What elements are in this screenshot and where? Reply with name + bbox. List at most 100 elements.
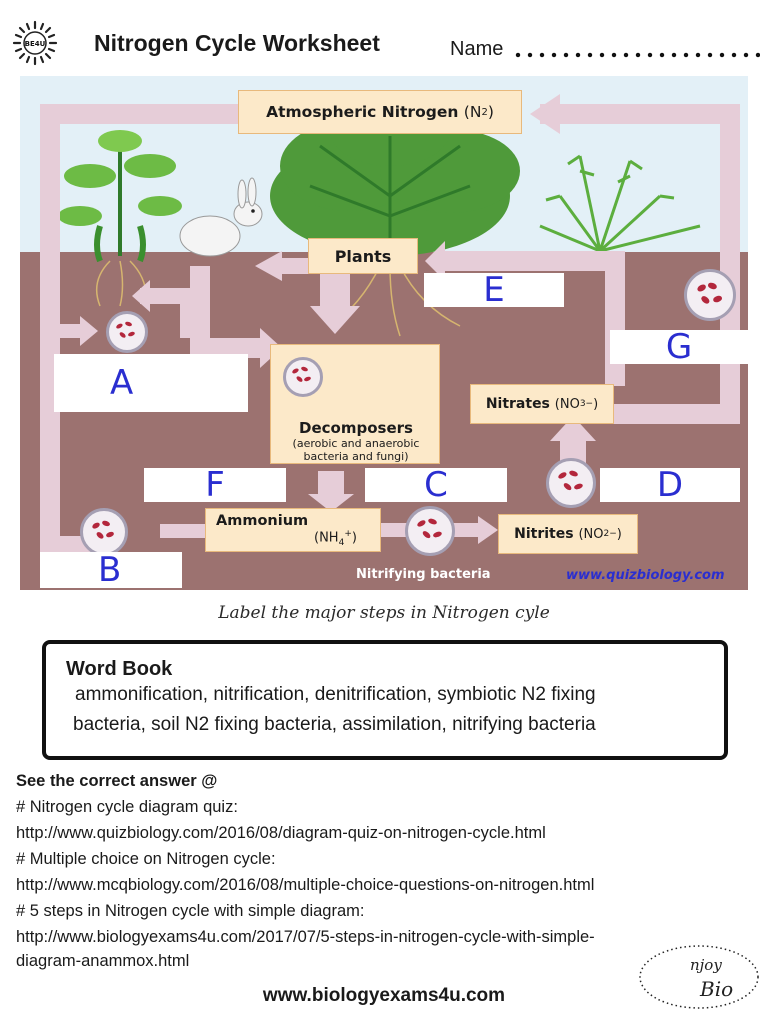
- bacterium-icon: [101, 519, 112, 527]
- answer-box-a[interactable]: A: [54, 354, 248, 412]
- microbe-g: [684, 269, 736, 321]
- logo-badge: BE4U: [12, 20, 58, 66]
- diagram-caption: Label the major steps in Nitrogen cyle: [218, 603, 550, 623]
- nitrites-close: ): [616, 526, 622, 542]
- bacterium-icon: [303, 375, 312, 382]
- nitrites-superscript: −: [609, 529, 617, 539]
- ammonium-formula: (NH: [314, 530, 339, 546]
- microbe-d: [546, 458, 596, 508]
- bacterium-icon: [707, 281, 719, 290]
- bacterium-icon: [291, 367, 300, 375]
- plants-box: Plants: [308, 238, 418, 274]
- answer-box-d[interactable]: D: [600, 465, 740, 505]
- answer-letter-a: A: [110, 363, 134, 403]
- nitrates-close: ): [593, 396, 599, 412]
- bacterium-icon: [118, 330, 128, 339]
- nitrites-subscript: 2: [603, 529, 610, 539]
- answer-letter-g: G: [665, 327, 693, 367]
- ref-link-1[interactable]: http://www.quizbiology.com/2016/08/diagr…: [16, 824, 546, 842]
- decomposers-label: Decomposers: [299, 419, 413, 437]
- bacterium-icon: [427, 517, 438, 526]
- bacterium-icon: [90, 520, 101, 530]
- nitrifying-bacteria-label: Nitrifying bacteria: [356, 567, 491, 582]
- bacterium-icon: [295, 375, 303, 384]
- microbe-a: [106, 311, 148, 353]
- microbe-b: [80, 508, 128, 556]
- badge-line-2: Bio: [699, 977, 733, 1001]
- answer-box-g[interactable]: G: [610, 327, 748, 367]
- bacterium-icon: [124, 320, 133, 328]
- ref-link-3[interactable]: http://www.biologyexams4u.com/2017/07/5-…: [16, 928, 595, 946]
- microbe-c: [405, 506, 455, 556]
- answer-letter-e: E: [483, 270, 505, 310]
- plants-label: Plants: [334, 246, 392, 266]
- bacterium-icon: [561, 482, 573, 492]
- nitrates-superscript: −: [585, 399, 594, 409]
- answer-box-e[interactable]: E: [424, 270, 564, 310]
- logo-text: BE4U: [25, 40, 46, 48]
- atmospheric-formula: (N: [463, 103, 482, 121]
- atmospheric-subscript: 2: [481, 106, 488, 118]
- bacterium-icon: [712, 294, 723, 303]
- answer-box-f[interactable]: F: [144, 465, 286, 505]
- ammonium-superscript: +: [344, 529, 352, 539]
- ref-line-3: # 5 steps in Nitrogen cycle with simple …: [16, 902, 365, 920]
- answer-box-b[interactable]: B: [40, 550, 182, 590]
- nitrates-subscript: 3: [579, 399, 586, 409]
- name-dotted-line[interactable]: [512, 48, 760, 62]
- enjoy-bio-badge: njoy Bio: [639, 945, 759, 1009]
- answer-box-c[interactable]: C: [365, 465, 507, 505]
- bacterium-icon: [127, 330, 137, 338]
- ref-link-3-cont[interactable]: diagram-anammox.html: [16, 952, 190, 970]
- answers-heading: See the correct answer @: [16, 772, 218, 790]
- bacterium-icon: [300, 366, 308, 373]
- word-book-line-2: bacteria, soil N2 fixing bacteria, assim…: [73, 714, 596, 735]
- decomposers-box: Decomposers (aerobic and anaerobic bacte…: [270, 344, 440, 464]
- bean-plant: [58, 130, 182, 307]
- answer-letter-f: F: [205, 465, 225, 505]
- bacterium-icon: [105, 531, 116, 539]
- nitrates-formula: (NO: [554, 396, 580, 412]
- bacterium-icon: [700, 294, 712, 305]
- bacterium-icon: [420, 530, 432, 540]
- bacterium-icon: [557, 471, 568, 481]
- bacterium-icon: [416, 519, 427, 529]
- ammonium-close: ): [351, 530, 357, 546]
- nitrites-formula: (NO: [578, 526, 604, 542]
- worksheet-title: Nitrogen Cycle Worksheet: [94, 30, 380, 56]
- watermark-url: www.quizbiology.com: [566, 568, 725, 583]
- bacterium-icon: [95, 531, 105, 541]
- bacterium-icon: [696, 283, 707, 293]
- ref-line-2: # Multiple choice on Nitrogen cycle:: [16, 850, 276, 868]
- ammonium-subscript: 4: [338, 537, 345, 548]
- word-book-title: Word Book: [66, 658, 173, 680]
- decomposers-subtitle-2: bacteria and fungi): [303, 450, 409, 463]
- ammonium-formula-group: (NH4+): [314, 529, 357, 548]
- footer-website[interactable]: www.biologyexams4u.com: [262, 985, 506, 1006]
- word-book-box: Word Book ammonification, nitrification,…: [42, 640, 728, 760]
- atmospheric-close: ): [487, 103, 494, 121]
- atmospheric-nitrogen-label: Atmospheric Nitrogen: [266, 103, 459, 121]
- ref-link-2[interactable]: http://www.mcqbiology.com/2016/08/multip…: [16, 876, 595, 894]
- fern-plant: [539, 154, 701, 253]
- bacterium-icon: [572, 482, 584, 491]
- bacterium-icon: [431, 530, 443, 539]
- bacterium-icon: [115, 322, 124, 330]
- answer-letter-c: C: [424, 465, 448, 505]
- decomposers-subtitle-1: (aerobic and anaerobic: [292, 437, 420, 450]
- nitrites-label: Nitrites: [514, 526, 574, 542]
- badge-line-1: njoy: [690, 956, 722, 974]
- ref-line-1: # Nitrogen cycle diagram quiz:: [16, 798, 238, 816]
- name-label: Name: [450, 38, 504, 60]
- ammonium-label: Ammonium: [216, 513, 309, 529]
- ammonium-box: Ammonium (NH4+): [205, 508, 381, 552]
- answer-letter-b: B: [98, 550, 122, 590]
- answer-letter-d: D: [656, 465, 684, 505]
- nitrates-label: Nitrates: [485, 396, 550, 412]
- microbe-decomposers: [283, 357, 323, 397]
- word-book-line-1: ammonification, nitrification, denitrifi…: [75, 684, 596, 705]
